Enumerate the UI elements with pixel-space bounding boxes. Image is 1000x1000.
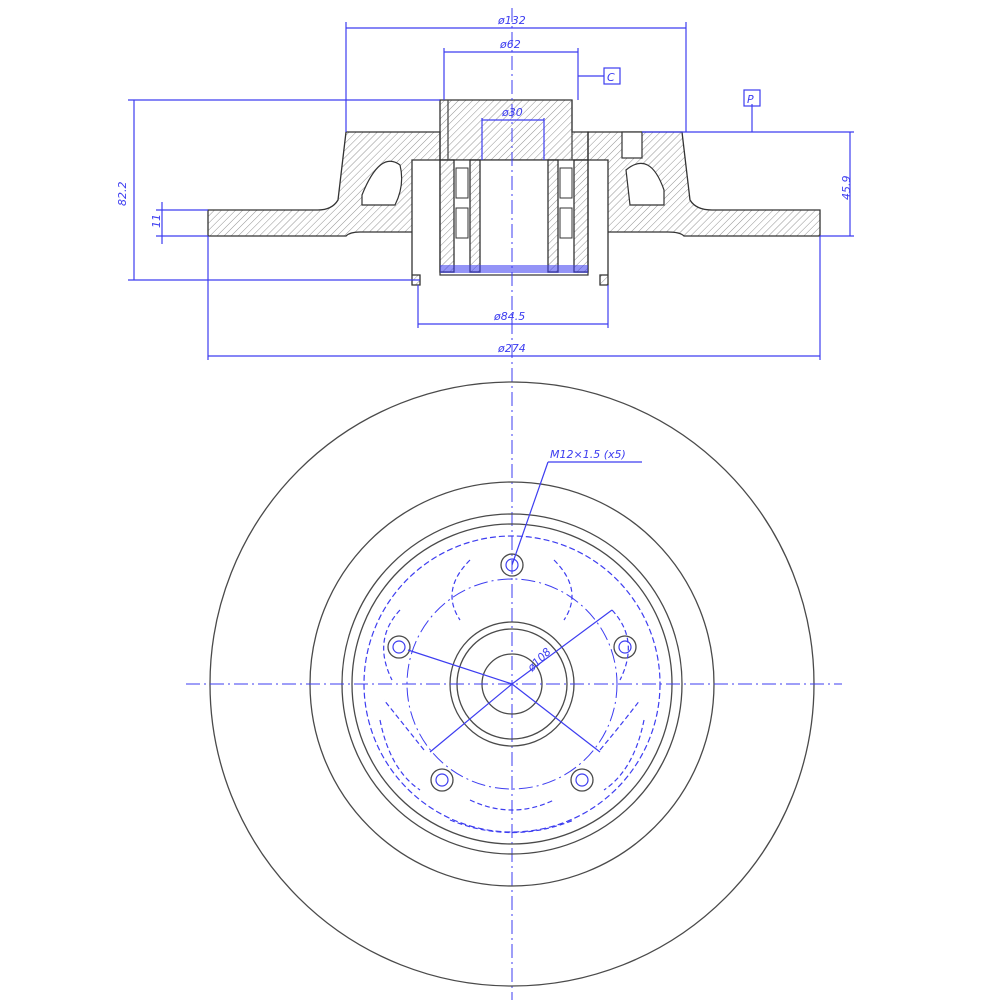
thread-callout: M12×1.5 (x5) xyxy=(550,448,626,461)
bearing-race-right xyxy=(573,159,589,273)
dim-h822: 82.2 xyxy=(116,182,129,207)
datum-p: P xyxy=(747,93,754,106)
stud-hole xyxy=(613,635,637,659)
front-view: ø108 M12×1.5 (x5) xyxy=(186,381,842,987)
section-dimensions: ø132 ø62 C ø30 82.2 11 45.9 P xyxy=(116,14,854,360)
pcd-circle xyxy=(406,578,618,790)
inner-race-right xyxy=(547,159,559,273)
wheel-stud xyxy=(621,131,643,159)
dim-d274: ø274 xyxy=(497,342,526,355)
inner-race-left xyxy=(469,159,481,273)
stud-hole xyxy=(570,768,594,792)
cavity-right xyxy=(625,162,665,206)
bearing-race-left xyxy=(439,159,455,273)
dim-d30: ø30 xyxy=(501,106,523,119)
bearing-rollers xyxy=(455,167,573,239)
dim-d62: ø62 xyxy=(499,38,521,51)
section-view xyxy=(207,99,821,286)
dim-d845: ø84.5 xyxy=(493,310,525,323)
stud-hole xyxy=(430,768,454,792)
cavity-left xyxy=(361,160,403,206)
bearing-seal xyxy=(440,265,588,273)
stud-holes xyxy=(387,553,637,792)
dim-h11: 11 xyxy=(150,214,163,228)
datum-c: C xyxy=(607,71,615,84)
dim-h459: 45.9 xyxy=(840,176,853,201)
hub-pockets xyxy=(379,559,645,834)
thread-leader xyxy=(511,461,549,566)
disc-section-left xyxy=(207,131,441,286)
dim-d132: ø132 xyxy=(497,14,526,27)
stud-hole xyxy=(500,553,524,577)
radial-lines xyxy=(407,609,613,753)
stud-hole xyxy=(387,635,411,659)
